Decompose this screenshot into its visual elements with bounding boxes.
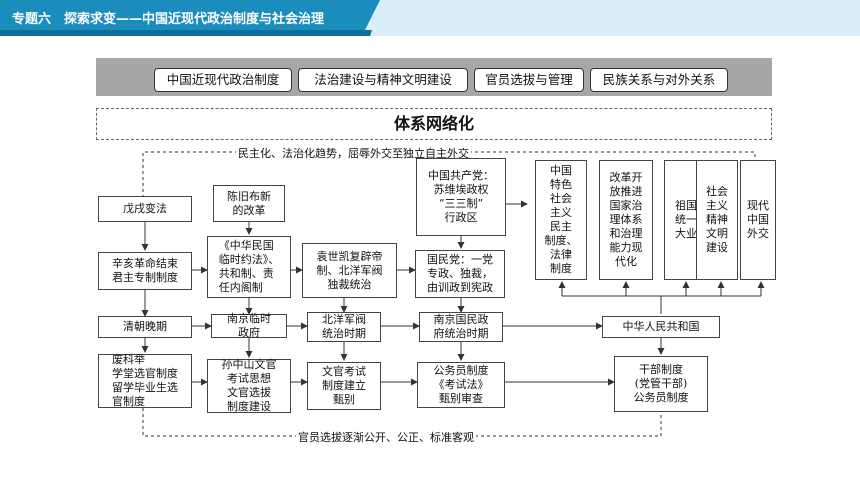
node-nanjing-gmd: 南京国民政 府统治时期 bbox=[419, 312, 503, 342]
topic-pill-3: 官员选拔与管理 bbox=[474, 68, 584, 92]
node-ccp: 中国共产党： 苏维埃政权 “三三制” 行政区 bbox=[416, 158, 506, 236]
node-prc: 中华人民共和国 bbox=[602, 316, 720, 338]
section-title: 体系网络化 bbox=[393, 114, 474, 133]
node-gmd: 国民党：一党 专政、独裁， 由训政到宪政 bbox=[415, 250, 505, 298]
node-chenjiu: 陈旧布新 的改革 bbox=[213, 185, 285, 222]
node-beiyang: 北洋军阀 统治时期 bbox=[307, 312, 381, 342]
node-xinhai: 辛亥革命结束 君主专制制度 bbox=[98, 252, 192, 290]
topic-pill-1: 中国近现代政治制度 bbox=[154, 68, 292, 92]
node-wuxu: 戊戌变法 bbox=[98, 196, 192, 222]
topic-pill-2: 法治建设与精神文明建设 bbox=[298, 68, 468, 92]
node-v1: 中国 特色 社会 主义 民主 制度、 法律 制度 bbox=[535, 160, 587, 280]
tab-shadow bbox=[0, 30, 372, 36]
node-yuan: 袁世凯复辟帝 制、北洋军阀 独裁统治 bbox=[302, 243, 397, 298]
node-nanjing-linshi: 南京临时 政府 bbox=[211, 312, 287, 339]
node-ganbu: 干部制度 (党管干部) 公务员制度 bbox=[614, 356, 708, 412]
node-sun: 孙中山文官 考试思想 文官选拔 制度建设 bbox=[207, 358, 291, 413]
node-v5: 现代 中国 外交 bbox=[740, 160, 776, 280]
node-wenguan: 文官考试 制度建立 甄别 bbox=[307, 362, 381, 410]
trend-note-top: 民主化、法治化趋势，屈辱外交至独立自主外交 bbox=[236, 145, 471, 161]
node-yuefa: 《中华民国 临时约法》、 共和制、责 任内阁制 bbox=[207, 236, 291, 298]
node-gongwuyuan: 公务员制度 《考试法》 甄别审查 bbox=[417, 362, 505, 408]
node-v4: 社会 主义 精神 文明 建设 bbox=[696, 160, 738, 280]
node-qing: 清朝晚期 bbox=[98, 316, 192, 338]
node-v2: 改革开 放推进 国家治 理体系 和治理 能力现 代化 bbox=[599, 160, 653, 280]
node-feikeju: 废科举 学堂选官制度 留学毕业生选 官制度 bbox=[98, 353, 192, 408]
section-title-frame bbox=[96, 108, 772, 140]
topic-pill-4: 民族关系与对外关系 bbox=[590, 68, 728, 92]
topic-tab-label: 专题六 探索求变——中国近现代政治制度与社会治理 bbox=[12, 12, 325, 27]
trend-note-bottom: 官员选拔逐渐公开、公正、标准客观 bbox=[296, 429, 476, 445]
